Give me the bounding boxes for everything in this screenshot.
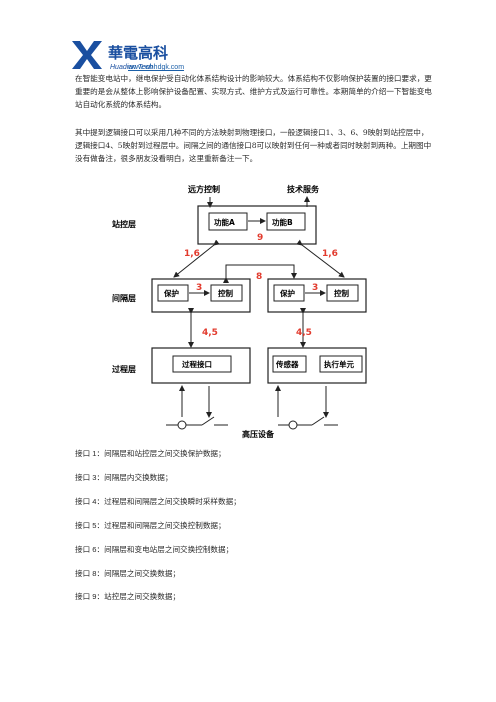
hv-equipment-right-symbol [278, 416, 338, 430]
legend-item: 接口 5：过程层和间隔层之间交换控制数据； [75, 521, 226, 530]
sensor-label: 传感器 [275, 359, 299, 369]
legend-item: 接口 9：站控层之间交换数据； [75, 592, 181, 601]
logo-cn-text: 華電高科 [108, 44, 168, 62]
interface-paragraph: 其中提到逻辑接口可以采用几种不同的方法映射到物理接口，一般逻辑接口1、3、6、9… [75, 128, 432, 163]
legend-item: 接口 4：过程层和间隔层之间交换瞬时采样数据； [75, 497, 241, 506]
process-interface-box [172, 355, 232, 373]
tech-service-label: 技术服务 [287, 184, 320, 194]
bay-right-protect-label: 保护 [279, 288, 295, 298]
process-left-frame [151, 347, 251, 384]
interface-16-right-number: 1,6 [322, 249, 338, 259]
hv-equipment-label: 高压设备 [242, 429, 275, 439]
bay-left-control-box [210, 284, 243, 302]
bay-right-control-label: 控制 [334, 288, 349, 298]
sensor-box [272, 355, 307, 373]
bay-right-protect-box [273, 284, 305, 302]
station-layer-label: 站控层 [112, 219, 136, 229]
bay-left-protect-box [157, 284, 189, 302]
legend-item: 接口 6：间隔层和变电站层之间交换控制数据； [75, 545, 234, 554]
interface-45-right-number: 4,5 [296, 328, 312, 338]
interface-9-number: 9 [257, 233, 263, 243]
legend-item: 接口 3：间隔层内交换数据； [75, 473, 173, 482]
function-a-label: 功能A [214, 217, 235, 227]
legend-item: 接口 1：间隔层和站控层之间交换保护数据； [75, 449, 226, 458]
function-b-box [266, 212, 306, 231]
interface-8-link [223, 264, 297, 283]
interface-3-right-number: 3 [312, 283, 318, 293]
actuator-box [319, 355, 363, 373]
interface-16-left-number: 1,6 [184, 249, 200, 259]
process-right-frame [267, 347, 367, 384]
bay-right-frame [267, 278, 367, 313]
bay-left-control-label: 控制 [218, 288, 233, 298]
bay-right-control-box [326, 284, 359, 302]
xx-logo-mark [72, 41, 102, 69]
process-interface-label: 过程接口 [182, 359, 212, 369]
process-layer-label: 过程层 [112, 364, 136, 374]
legend-item: 接口 8：间隔层之间交换数据； [75, 569, 181, 578]
station-bay-left-link [173, 239, 220, 278]
intro-paragraph: 在智能变电站中，继电保护受自动化体系结构设计的影响较大。体系结构不仅影响保护装置… [75, 74, 432, 109]
interface-3-left-number: 3 [196, 283, 202, 293]
station-frame [197, 205, 317, 245]
hv-equipment-left-symbol [166, 416, 228, 430]
remote-control-label: 远方控制 [188, 184, 220, 194]
function-a-box [208, 212, 248, 231]
interface-45-left-number: 4,5 [202, 328, 218, 338]
bay-layer-label: 间隔层 [112, 293, 136, 303]
actuator-label: 执行单元 [324, 359, 354, 369]
station-bay-right-link [296, 239, 345, 278]
function-b-label: 功能B [272, 217, 293, 227]
bay-left-protect-label: 保护 [163, 288, 179, 298]
bay-left-frame [151, 278, 251, 313]
interface-8-number: 8 [256, 272, 262, 282]
architecture-diagram: 远方控制 技术服务 站控层 间隔层 过程层 功能A 功能B 9 1,6 1,6 … [112, 184, 367, 439]
logo-en-text: Huadian Tech [110, 64, 153, 71]
website-link[interactable]: www.whhdgk.com [128, 64, 185, 71]
huadian-logo: 華電高科 Huadian Tech [72, 41, 168, 71]
